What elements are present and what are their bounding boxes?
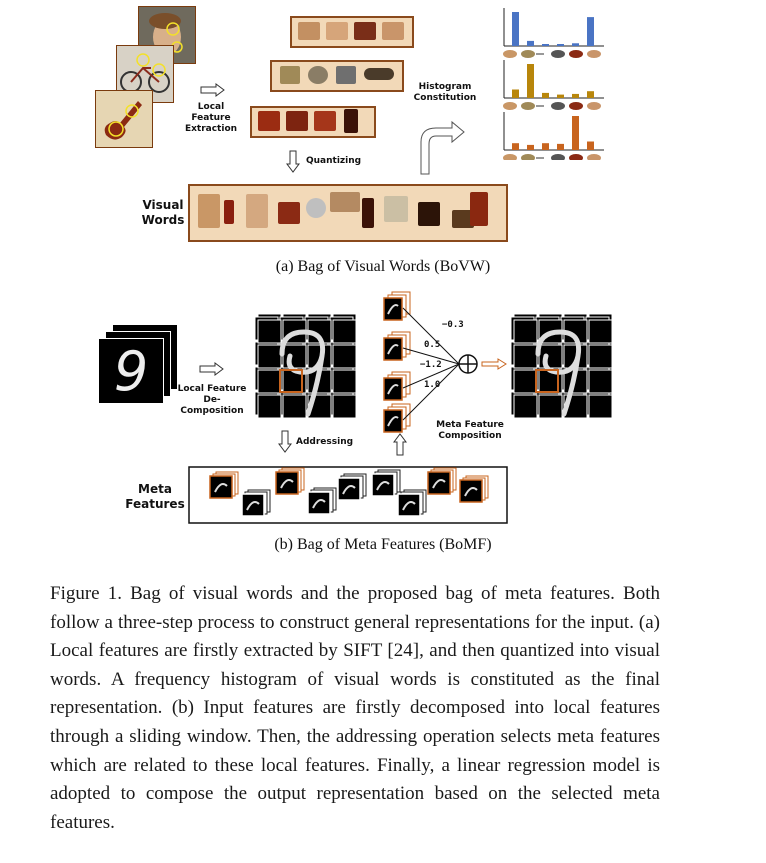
label-histogram-constitution: Histogram Constitution — [413, 82, 477, 103]
arrow-right-icon — [199, 362, 224, 376]
label-quantizing: Quantizing — [306, 156, 362, 166]
label-meta-feature-composition: Meta Feature Composition — [436, 420, 504, 441]
histogram-bar — [587, 91, 594, 98]
curved-arrow-icon — [420, 120, 465, 175]
meta-feature-selected — [383, 337, 403, 361]
histogram-bar — [527, 40, 534, 46]
decomposition-grid-svg — [254, 314, 357, 419]
label-local-feature-decomposition: Local Feature De-Composition — [177, 384, 247, 416]
meta-feature-tile — [427, 471, 451, 495]
meta-feature-tile — [459, 479, 483, 503]
histogram-bar — [542, 143, 549, 150]
subcaption-b: (b) Bag of Meta Features (BoMF) — [274, 536, 492, 553]
histogram-bar — [512, 143, 519, 150]
feature-strip-face — [290, 16, 414, 48]
histogram-bar — [512, 89, 519, 98]
histogram-bar — [542, 92, 549, 98]
weight-2: 0.5 — [424, 340, 441, 350]
meta-feature-selected — [383, 297, 403, 321]
figure-caption: Figure 1. Bag of visual words and the pr… — [50, 583, 660, 833]
input-digit-image: 9 — [98, 338, 164, 404]
meta-feature-selected — [383, 377, 403, 401]
meta-feature-tile — [209, 475, 233, 499]
visual-words-box — [188, 184, 508, 242]
histogram-bar — [557, 44, 564, 46]
histogram-bar — [512, 12, 519, 46]
arrow-up-icon — [393, 433, 407, 456]
weight-4: 1.0 — [424, 380, 441, 390]
highlight-window — [279, 369, 303, 393]
histogram-group — [503, 8, 604, 160]
hist-face — [503, 8, 604, 58]
label-visual-words: Visual Words — [141, 198, 185, 227]
arrow-down-icon — [286, 150, 300, 173]
hist-violin — [503, 112, 604, 160]
histogram-bar — [587, 17, 594, 46]
input-image-bicycle — [116, 45, 174, 103]
meta-feature-tile — [275, 471, 299, 495]
meta-features-box — [188, 466, 508, 524]
histogram-bar — [527, 144, 534, 150]
feature-strip-bicycle — [270, 60, 404, 92]
arrow-right-icon — [200, 83, 225, 97]
input-image-violin — [95, 90, 153, 148]
meta-feature-tile — [337, 477, 361, 501]
violin-illustration — [96, 91, 152, 147]
histogram-bar — [572, 93, 579, 98]
histogram-bar — [527, 64, 534, 98]
highlight-window — [535, 369, 559, 393]
histogram-bar — [557, 143, 564, 150]
meta-feature-tile — [307, 491, 331, 515]
input-digit: 9 — [113, 339, 149, 403]
hist-bike — [503, 60, 604, 110]
histogram-bar — [572, 43, 579, 46]
arrow-down-icon — [278, 430, 292, 453]
histogram-bar — [542, 44, 549, 46]
label-addressing: Addressing — [296, 437, 354, 447]
weight-3: −1.2 — [420, 360, 442, 370]
weight-1: −0.3 — [442, 320, 464, 330]
meta-feature-selected — [383, 409, 403, 433]
composition-diagram — [383, 291, 507, 433]
histogram-bar — [572, 116, 579, 150]
histogram-bar — [587, 141, 594, 150]
meta-feature-tile — [371, 473, 395, 497]
histogram-bar — [557, 94, 564, 98]
meta-feature-tile — [241, 493, 265, 517]
subcaption-a: (a) Bag of Visual Words (BoVW) — [275, 258, 491, 275]
label-meta-features: Meta Features — [125, 482, 185, 511]
output-grid-svg — [510, 314, 613, 419]
meta-feature-tile — [397, 493, 421, 517]
label-local-feature-extraction: Local Feature Extraction — [184, 102, 238, 134]
feature-strip-violin — [250, 106, 376, 138]
